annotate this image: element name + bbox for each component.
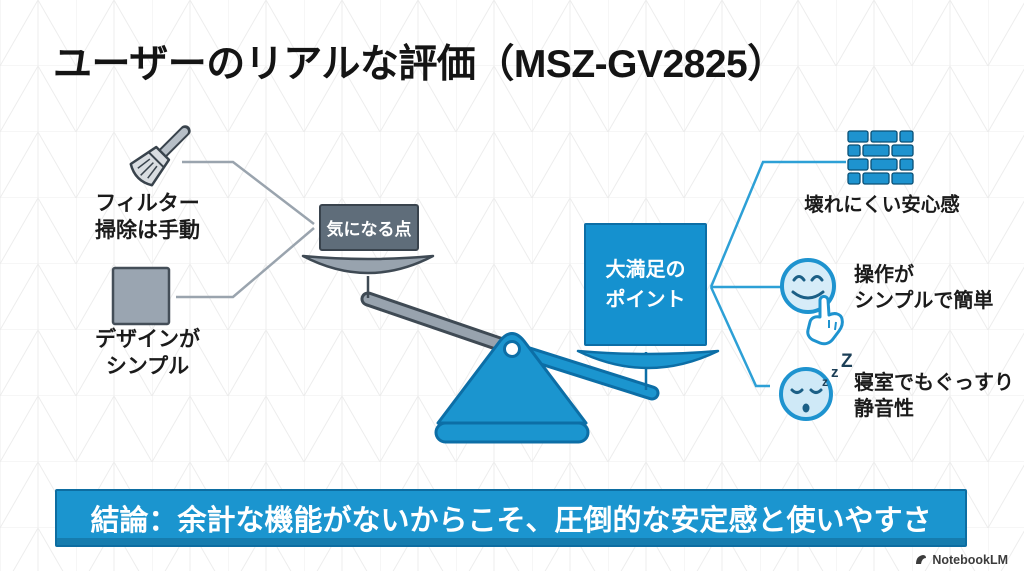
footer-brand: NotebookLM xyxy=(914,553,1008,567)
right-item-quiet-label: 寝室でもぐっすり 静音性 xyxy=(854,371,1024,422)
left-connector-lines xyxy=(176,160,315,299)
right-item-quiet-line2: 静音性 xyxy=(854,397,914,420)
left-item-design-line2: シンプル xyxy=(105,354,190,378)
pivot-circle xyxy=(503,340,521,358)
left-item-filter-label: フィルター 掃除は手動 xyxy=(50,191,245,245)
concern-points-box: 気になる点 xyxy=(319,204,419,251)
zzz-large: Z xyxy=(841,351,853,372)
concern-points-label: 気になる点 xyxy=(326,220,412,239)
left-scale-pan xyxy=(301,254,435,275)
right-item-operation-label: 操作が シンプルで簡単 xyxy=(854,263,1024,314)
balance-scale xyxy=(301,254,720,444)
satisfaction-points-box: 大満足の ポイント xyxy=(584,223,707,346)
notebooklm-logo-icon xyxy=(916,555,927,564)
right-item-operation-line2: シンプルで簡単 xyxy=(854,289,994,312)
gray-square-icon xyxy=(111,266,171,326)
right-item-durable-label: 壊れにくい安心感 xyxy=(784,193,980,218)
left-item-filter-line2: 掃除は手動 xyxy=(95,218,200,242)
tap-smiley-icon xyxy=(780,258,844,346)
satisfaction-points-line2: ポイント xyxy=(605,288,686,311)
broom-icon xyxy=(129,125,191,187)
right-item-durable-line1: 壊れにくい安心感 xyxy=(804,194,960,216)
fulcrum-base xyxy=(434,421,590,444)
footer-brand-text: NotebookLM xyxy=(932,553,1008,567)
fulcrum-triangle xyxy=(436,332,588,425)
zzz-medium: z xyxy=(831,364,839,381)
zzz-small: z xyxy=(822,375,828,389)
sleeping-face-icon: z z Z xyxy=(779,351,853,421)
brick-wall-icon xyxy=(847,130,914,185)
left-item-filter-line1: フィルター xyxy=(95,192,200,215)
left-item-design-line1: デザインが xyxy=(95,328,200,351)
right-item-quiet-line1: 寝室でもぐっすり xyxy=(854,372,1014,394)
satisfaction-points-line1: 大満足の xyxy=(605,258,686,281)
right-item-operation-line1: 操作が xyxy=(854,264,914,286)
right-connector-lines xyxy=(709,160,846,388)
conclusion-banner: 結論：余計な機能がないからこそ、圧倒的な安定感と使いやすさ xyxy=(55,489,967,547)
right-scale-pan xyxy=(576,349,720,370)
conclusion-text: 結論：余計な機能がないからこそ、圧倒的な安定感と使いやすさ xyxy=(90,505,932,537)
left-item-design-label: デザインが シンプル xyxy=(50,327,245,381)
slide-title: ユーザーのリアルな評価（MSZ-GV2825） xyxy=(53,43,786,86)
